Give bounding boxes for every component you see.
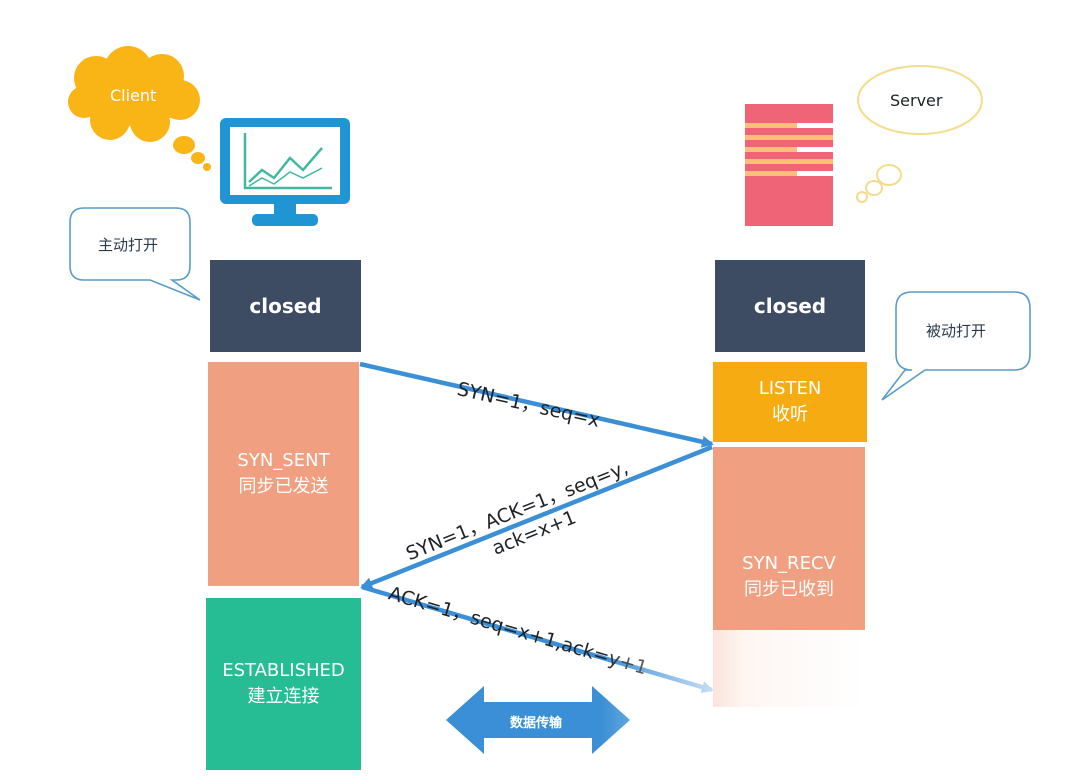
syn-ack-arrow bbox=[360, 444, 713, 590]
syn-recv-subtitle: 同步已收到 bbox=[744, 579, 834, 600]
client-monitor-icon bbox=[220, 118, 350, 226]
passive-open-bubble bbox=[881, 291, 1031, 401]
client-closed-state: closed bbox=[210, 260, 361, 352]
client-closed-label: closed bbox=[249, 293, 322, 318]
server-listen-state: LISTEN 收听 bbox=[713, 362, 867, 442]
syn-sent-label: SYN_SENT bbox=[237, 449, 330, 471]
active-open-bubble bbox=[69, 207, 201, 301]
server-closed-state: closed bbox=[715, 260, 865, 352]
passive-open-label: 被动打开 bbox=[926, 322, 987, 340]
client-label: Client bbox=[110, 86, 157, 105]
client-syn-sent-state: SYN_SENT 同步已发送 bbox=[208, 362, 359, 586]
listen-label: LISTEN bbox=[758, 377, 822, 399]
syn-sent-subtitle: 同步已发送 bbox=[238, 476, 329, 497]
client-thought-cloud bbox=[68, 46, 211, 171]
data-transfer-label: 数据传输 bbox=[510, 716, 563, 731]
server-closed-label: closed bbox=[753, 293, 827, 318]
active-open-label: 主动打开 bbox=[98, 236, 159, 254]
server-rack-icon bbox=[745, 104, 833, 226]
bottom-right-fade bbox=[600, 630, 1080, 783]
syn-arrow bbox=[359, 361, 714, 448]
established-label: ESTABLISHED bbox=[222, 659, 345, 681]
client-established-state: ESTABLISHED 建立连接 bbox=[206, 598, 361, 770]
established-subtitle: 建立连接 bbox=[247, 686, 320, 707]
listen-subtitle: 收听 bbox=[772, 404, 808, 425]
server-thought-cloud bbox=[856, 65, 983, 203]
data-transfer-arrow bbox=[446, 686, 630, 754]
server-label: Server bbox=[890, 91, 943, 110]
syn-recv-label: SYN_RECV bbox=[742, 552, 836, 574]
